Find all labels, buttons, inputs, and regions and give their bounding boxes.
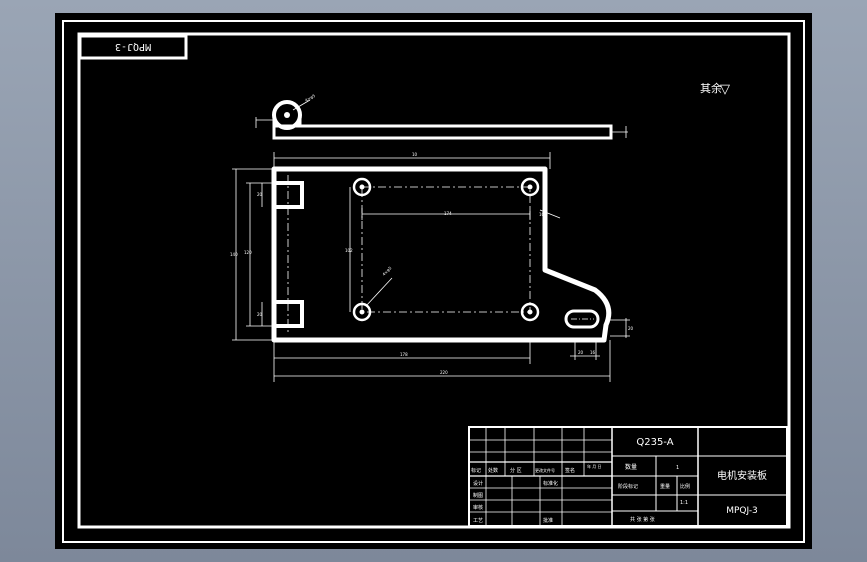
standardize-label: 标准化 xyxy=(543,480,558,487)
quantity-value: 1 xyxy=(676,465,679,471)
row-label-5: 年 月 日 xyxy=(587,463,602,469)
sheets-label: 共 张 第 张 xyxy=(630,516,655,523)
title-block xyxy=(468,426,788,527)
inner-frame xyxy=(77,32,791,529)
left-label-2: 审核 xyxy=(473,504,483,511)
stage-label: 阶段标记 xyxy=(618,483,638,490)
drawing-sheet xyxy=(55,13,812,549)
dimension-lines xyxy=(232,152,630,382)
centre-lines xyxy=(287,175,531,334)
svg-text:16: 16 xyxy=(590,350,596,355)
weight-label: 重量 xyxy=(660,483,670,490)
svg-text:20: 20 xyxy=(257,192,263,197)
part-name: 电机安装板 xyxy=(717,469,767,482)
hole-leader xyxy=(365,277,393,307)
side-view-callout: 4×φ5 xyxy=(304,93,316,103)
code-box xyxy=(78,34,188,60)
left-label-1: 制图 xyxy=(473,492,483,499)
svg-text:174: 174 xyxy=(444,211,452,216)
scale-value: 1:1 xyxy=(680,500,688,506)
plate-outline xyxy=(271,166,612,343)
row-label-0: 标记 xyxy=(471,467,481,474)
svg-text:140: 140 xyxy=(230,252,238,257)
svg-text:220: 220 xyxy=(440,370,448,375)
material-label: Q235-A xyxy=(636,437,673,448)
svg-text:20: 20 xyxy=(257,312,263,317)
mounting-holes xyxy=(352,177,540,322)
svg-text:10: 10 xyxy=(412,152,418,157)
svg-text:178: 178 xyxy=(400,352,408,357)
dimension-labels: 10 174 102 140 120 20 20 178 220 20 16 1… xyxy=(230,152,634,375)
drawing-number: MPQJ-3 xyxy=(726,506,758,516)
svg-text:120: 120 xyxy=(244,250,252,255)
roughness-label: 其余 xyxy=(700,81,722,95)
quantity-label: 数量 xyxy=(625,463,637,471)
side-view xyxy=(255,99,628,140)
row-label-1: 处数 xyxy=(488,467,498,474)
left-label-3: 工艺 xyxy=(473,518,483,524)
svg-text:102: 102 xyxy=(345,248,353,253)
row-label-3: 更改文件号 xyxy=(535,467,555,473)
approve-label: 批准 xyxy=(543,517,553,524)
row-label-4: 签名 xyxy=(565,467,575,474)
svg-text:10: 10 xyxy=(539,212,545,217)
svg-text:20: 20 xyxy=(578,350,584,355)
roughness-symbol: ▽ xyxy=(720,82,730,97)
svg-text:20: 20 xyxy=(628,326,634,331)
code-box-label: MPQJ-3 xyxy=(115,41,151,52)
left-label-0: 设计 xyxy=(473,480,483,487)
title-block-text: Q235-A 电机安装板 MPQJ-3 数量 1 阶段标记 重量 比例 1:1 … xyxy=(471,437,767,524)
row-label-2: 分 区 xyxy=(510,467,522,474)
hole-callout: 4×φ5 xyxy=(381,265,393,277)
scale-label: 比例 xyxy=(680,483,690,490)
outer-frame xyxy=(62,20,805,543)
